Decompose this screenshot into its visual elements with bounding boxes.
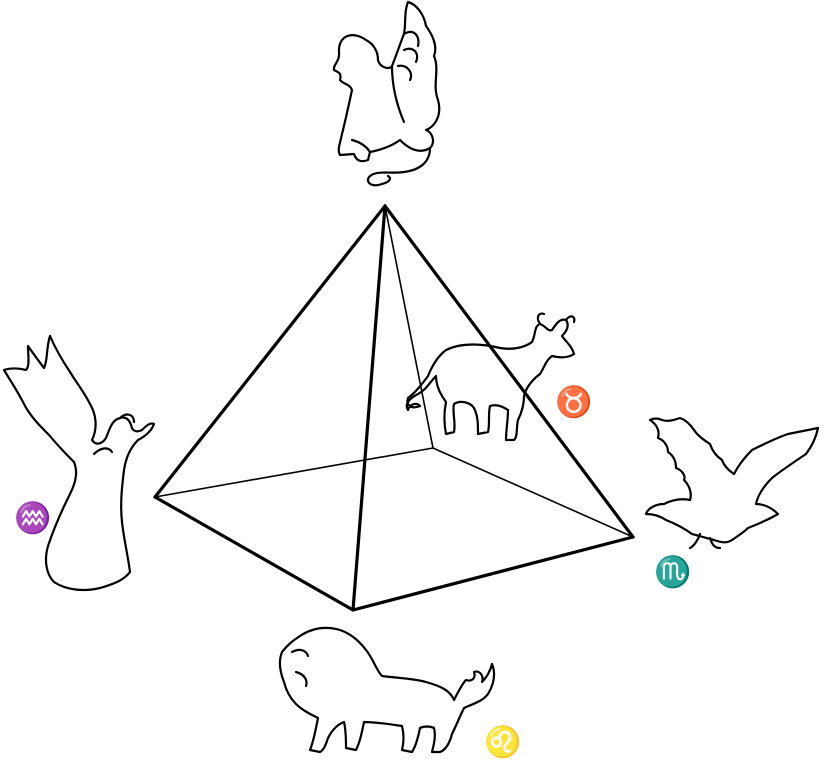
- bull-icon: [407, 314, 575, 440]
- angel-icon: [4, 336, 154, 590]
- pyramid-edge-apex-front: [353, 206, 385, 610]
- pyramid-back-edge-left: [155, 448, 433, 497]
- pyramid-back-edge-apex: [385, 206, 433, 448]
- pyramid-edge-apex-left: [155, 206, 385, 497]
- leo-glyph: ♌: [484, 724, 521, 760]
- lion-icon: [280, 628, 494, 752]
- aquarius-glyph: ♒: [14, 500, 51, 536]
- winged-sphinx-icon: [334, 2, 439, 185]
- taurus-glyph: ♉: [555, 384, 592, 420]
- pyramid-edge-base-right: [353, 537, 633, 610]
- pyramid-edge-base-left: [155, 497, 353, 610]
- eagle-icon: [646, 418, 818, 548]
- pyramid-back-edge-right: [433, 448, 633, 537]
- scorpio-glyph: ♏: [654, 554, 691, 590]
- pyramid-edge-apex-right: [385, 206, 633, 537]
